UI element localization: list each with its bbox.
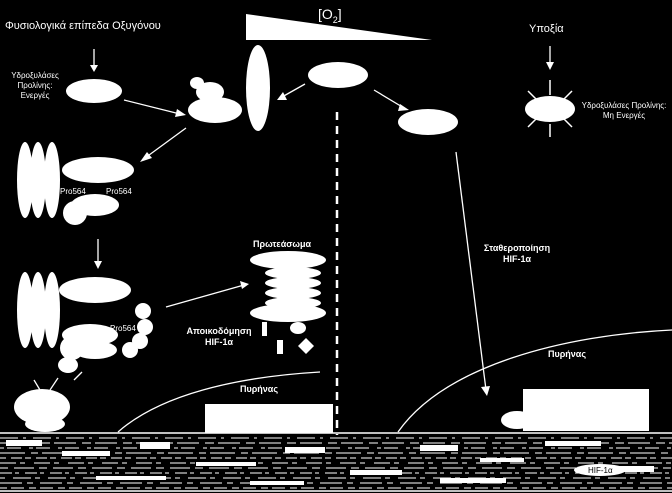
hif-right <box>398 109 458 135</box>
hydroxylases-active-line-2: Προλίνης: <box>17 81 53 90</box>
oxygen-subscript: 2 <box>332 14 338 25</box>
oxygen-bracket-close: ] <box>337 6 342 22</box>
hydroxylation-complex <box>188 45 270 131</box>
hydroxylases-active-line-1: Υδροξυλάσες <box>11 71 59 80</box>
vhl-complex-2 <box>17 272 153 373</box>
bottom-left-lines <box>33 371 83 391</box>
nucleus-box-right <box>523 389 649 431</box>
degradation-fragments <box>262 322 314 354</box>
nucleus-arc-left <box>117 371 321 433</box>
pro564-label-b: Pro564 <box>106 187 132 196</box>
hif-top-center <box>308 62 368 88</box>
hypoxia-label: Υποξία <box>529 23 564 35</box>
proteasome-stack <box>250 251 326 322</box>
hydroxylases-inactive-line-2: Μη Ενεργές <box>602 111 646 120</box>
physiological-oxygen-label: Φυσιολογικά επίπεδα Οξυγόνου <box>5 20 161 32</box>
dna-band <box>0 432 672 492</box>
arrows <box>90 46 554 396</box>
degradation-line-1: Αποικοδόμηση <box>186 326 252 336</box>
phd-inactive-ellipse <box>525 96 575 122</box>
oxygen-gradient-wedge <box>246 14 432 40</box>
oxygen-concentration-label: [O2] <box>318 6 342 28</box>
phd-active-ellipse <box>66 79 122 103</box>
stabilization-line-1: Σταθεροποίηση <box>483 243 551 253</box>
bottom-left-complex <box>14 389 70 432</box>
stabilization-label: Σταθεροποίηση HIF-1α <box>474 243 560 265</box>
hydroxylases-active-line-3: Ενεργές <box>20 91 50 100</box>
dna-band-blocks <box>6 440 654 485</box>
hydroxylases-inactive-label: Υδροξυλάσες Προλίνης: Μη Ενεργές <box>578 101 670 121</box>
vhl-complex-1 <box>17 142 134 225</box>
phd-inactive-rays <box>527 80 573 137</box>
nucleus-left-label: Πυρήνας <box>240 384 279 394</box>
nucleus-box-left <box>205 404 333 433</box>
hif-nucleus-complex <box>501 411 533 429</box>
degradation-line-2: HIF-1α <box>204 337 234 347</box>
proteasome-label: Πρωτεάσωμα <box>253 239 312 249</box>
hydroxylases-inactive-line-1: Υδροξυλάσες Προλίνης: <box>581 101 667 110</box>
oxygen-symbol: [O <box>318 6 333 22</box>
degradation-label: Αποικοδόμηση HIF-1α <box>181 326 257 348</box>
pro564-label-a: Pro564 <box>60 187 86 196</box>
stabilization-line-2: HIF-1α <box>502 254 532 264</box>
hif-bottom-label: HIF-1α <box>588 466 613 475</box>
nucleus-arc-right <box>397 329 672 433</box>
pro-label: Pro <box>184 91 197 100</box>
hydroxylases-active-label: Υδροξυλάσες Προλίνης: Ενεργές <box>4 71 66 101</box>
nucleus-right-label: Πυρήνας <box>548 349 587 359</box>
pro564-label-c: Pro564 <box>110 324 136 333</box>
